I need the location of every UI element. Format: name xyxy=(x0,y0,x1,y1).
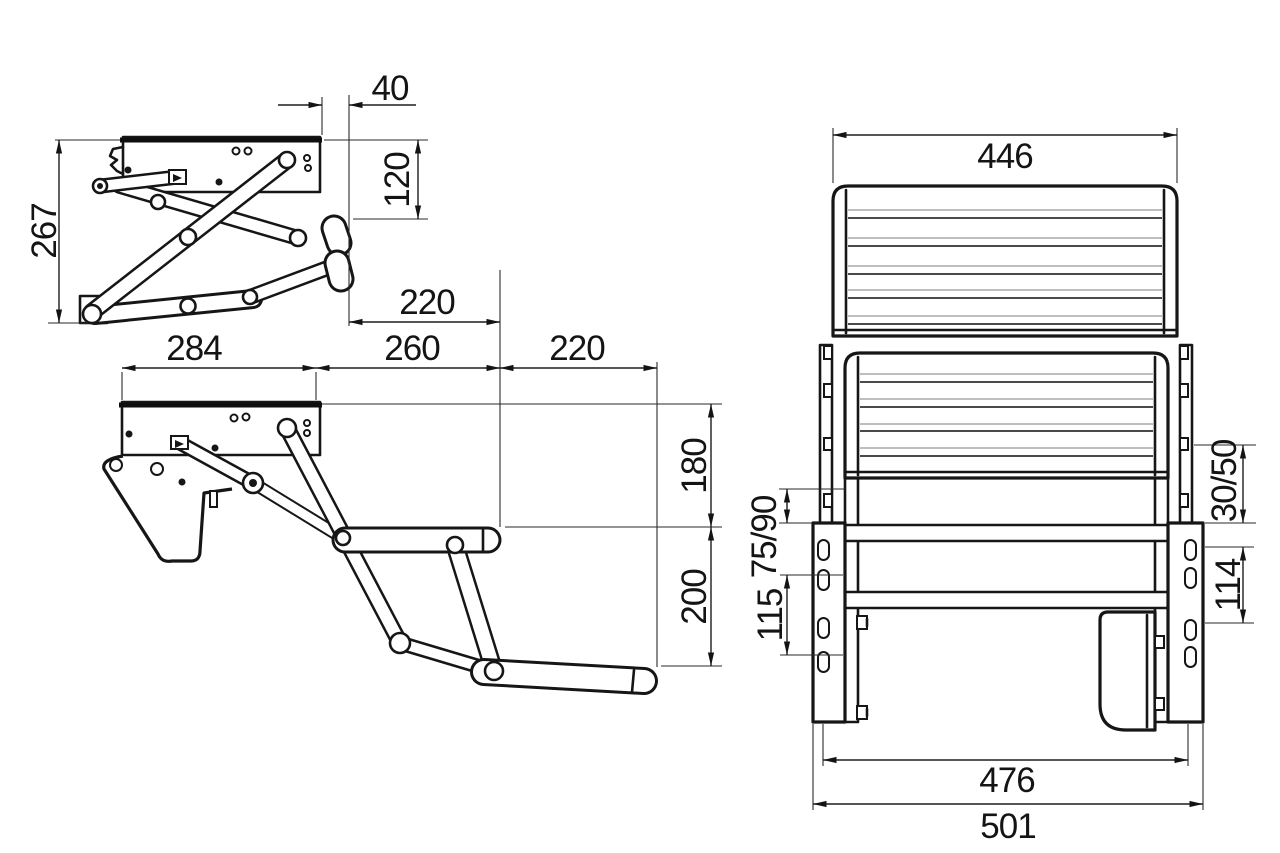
front-step1 xyxy=(831,184,1179,338)
dim-mounting-width: 284 xyxy=(121,329,317,400)
dim-step2-drop: 200 xyxy=(661,527,722,667)
dim-label-220-travel: 220 xyxy=(399,283,455,322)
extended-view xyxy=(102,400,658,695)
dim-label-120: 120 xyxy=(378,152,417,208)
dim-hole-span: 476 xyxy=(822,724,1189,800)
extended-side-bracket xyxy=(102,454,233,563)
dim-label-114: 114 xyxy=(1209,558,1248,611)
dim-step1-drop: 180 xyxy=(322,403,722,528)
dim-label-40: 40 xyxy=(372,69,409,108)
dim-left-bracket-gap: 75/90 xyxy=(745,488,845,578)
front-right-bracket xyxy=(1166,521,1205,724)
dim-label-501: 501 xyxy=(980,807,1035,846)
dimensions: 267 40 120 220 284 xyxy=(25,69,1256,846)
dim-label-220b: 220 xyxy=(549,329,605,368)
front-view xyxy=(811,184,1205,732)
dim-right-hole-pitch: 114 xyxy=(1205,546,1254,624)
dim-label-260: 260 xyxy=(384,329,440,368)
dim-label-180: 180 xyxy=(675,438,714,494)
dim-label-75-90: 75/90 xyxy=(745,495,784,578)
dim-label-284: 284 xyxy=(166,329,222,368)
dim-top-drop: 120 xyxy=(324,139,428,220)
dim-label-476: 476 xyxy=(979,761,1034,800)
dim-left-hole-pitch: 115 xyxy=(751,574,843,656)
front-step2 xyxy=(843,351,1170,480)
dim-front-offset: 40 xyxy=(278,69,416,326)
dim-step2-reach: 220 xyxy=(500,329,658,667)
dim-overall-width: 501 xyxy=(812,724,1204,846)
front-motor-housing xyxy=(1098,610,1157,732)
dim-extension-travel: 220 xyxy=(349,270,501,527)
dim-step1-reach: 260 xyxy=(316,329,500,372)
dim-label-446: 446 xyxy=(977,137,1032,176)
dim-label-30-50: 30/50 xyxy=(1205,439,1244,522)
dim-label-267: 267 xyxy=(25,203,64,258)
dim-label-115: 115 xyxy=(751,589,790,642)
dim-overall-height: 267 xyxy=(25,139,120,324)
dim-tread-width: 446 xyxy=(832,128,1178,183)
front-step1-ribs xyxy=(848,209,1162,325)
front-left-bracket xyxy=(811,521,847,724)
front-crossbar-upper xyxy=(843,523,1170,543)
front-step2-ribs xyxy=(860,373,1153,457)
dim-label-200: 200 xyxy=(675,569,714,625)
folded-hook xyxy=(108,145,125,176)
front-crossbar-lower xyxy=(843,590,1170,610)
folded-view xyxy=(78,135,355,325)
dim-right-bracket-gap: 30/50 xyxy=(1194,439,1256,524)
